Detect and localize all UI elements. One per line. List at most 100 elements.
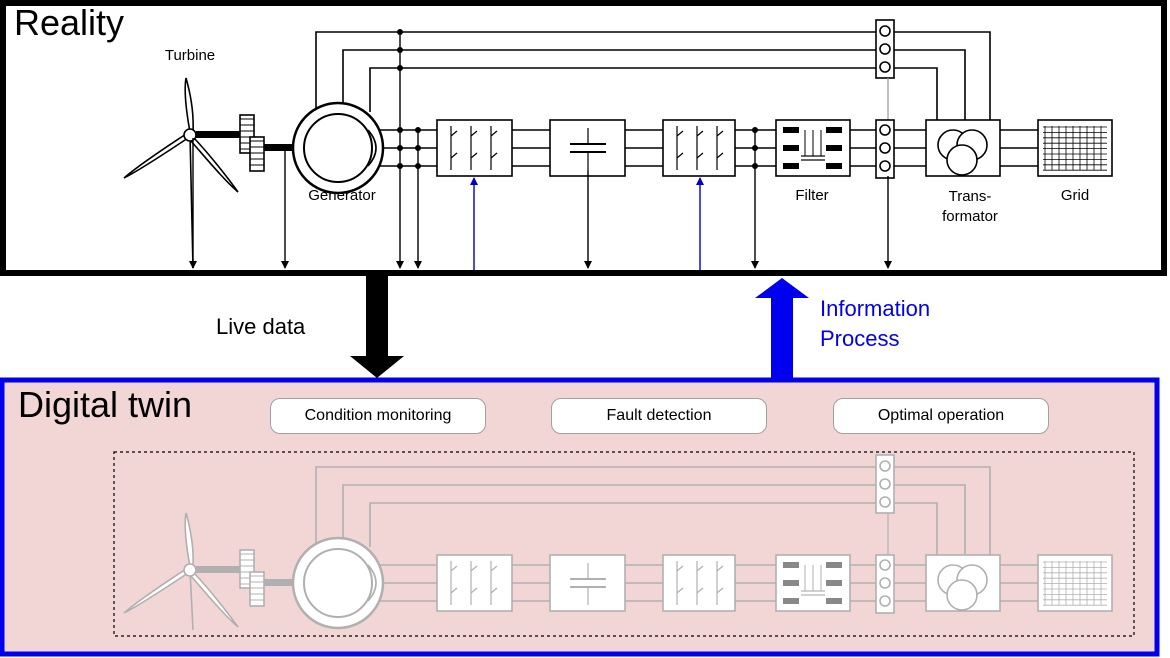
gsc-sw-b-1 [696, 152, 704, 159]
grid-label: Grid [1060, 187, 1090, 204]
gsc-sw-b-0 [676, 587, 684, 594]
rotor-winding [367, 564, 377, 602]
top-sensor-2 [879, 496, 891, 508]
turbine-blade-up [184, 77, 194, 133]
rsc-sw-a-1 [470, 130, 478, 137]
turbine-blade-left [123, 132, 190, 179]
generator-rotor [303, 113, 373, 183]
filter-inductor-a-1 [783, 580, 799, 586]
bypass-line-2 [369, 502, 938, 555]
optimal-operation-pill: Optimal operation [833, 398, 1049, 434]
gsc-sw-b-2 [716, 152, 724, 159]
reality-system [123, 19, 1113, 270]
bus-sensor-2 [879, 595, 891, 607]
grid-side-converter [662, 554, 736, 612]
filter-inductor-a-0 [783, 127, 799, 133]
filter-inductor-b-2 [826, 163, 842, 169]
low-speed-shaft [196, 131, 242, 138]
turbine-hub [183, 563, 197, 577]
grid-block [1037, 554, 1113, 612]
filter-inductor-a-0 [783, 562, 799, 568]
top-sensor-2 [879, 61, 891, 73]
gsc-sw-a-0 [676, 130, 684, 137]
gsc-sw-b-0 [676, 152, 684, 159]
filter-inductor-a-2 [783, 598, 799, 604]
filter-inductor-b-2 [826, 598, 842, 604]
transformator-label: Trans- formator [925, 187, 1015, 227]
trafo-coil-c [946, 579, 978, 611]
condition-monitoring-pill: Condition monitoring [270, 398, 486, 434]
rsc-sw-b-2 [490, 587, 498, 594]
filter-inductor-b-1 [826, 580, 842, 586]
rotor-winding [367, 129, 377, 167]
information-label-line1: Information [820, 296, 931, 321]
live-data-label: Live data [216, 314, 306, 339]
information-process-label: Information Process [820, 294, 930, 354]
rsc-sw-b-0 [450, 152, 458, 159]
rsc-sw-a-2 [490, 130, 498, 137]
bypass-line-0 [315, 466, 991, 555]
bus-sensor-0 [879, 124, 891, 136]
digital-twin-system [123, 454, 1113, 631]
information-label-line2: Process [820, 326, 900, 351]
filter-inductor-b-0 [826, 127, 842, 133]
turbine-label: Turbine [164, 47, 216, 64]
filter-label: Filter [795, 187, 829, 204]
low-speed-shaft [196, 566, 242, 573]
fault-detection-pill: Fault detection [551, 398, 767, 434]
transformator-label-line2: formator [942, 208, 998, 225]
bypass-line-2 [369, 67, 938, 120]
rsc-sw-b-2 [490, 152, 498, 159]
grid-block [1037, 119, 1113, 177]
top-sensor-0 [879, 25, 891, 37]
bus-sensor-1 [879, 577, 891, 589]
bus-sensor-1 [879, 142, 891, 154]
high-speed-shaft [262, 144, 308, 151]
filter-inductor-b-1 [826, 145, 842, 151]
filter-inductor-a-1 [783, 145, 799, 151]
rsc-sw-b-0 [450, 587, 458, 594]
bypass-line-1 [342, 484, 966, 555]
grid-side-converter [662, 119, 736, 177]
high-speed-shaft [262, 579, 308, 586]
rsc-sw-a-0 [450, 130, 458, 137]
gear-small [249, 136, 265, 172]
filter-inductor-b-0 [826, 562, 842, 568]
generator-rotor [303, 548, 373, 618]
turbine-blade-left [123, 567, 190, 614]
bus-sensor-2 [879, 160, 891, 172]
gsc-sw-a-1 [696, 565, 704, 572]
rsc-sw-a-0 [450, 565, 458, 572]
rotor-side-converter [436, 554, 513, 612]
generator-label: Generator [308, 187, 376, 204]
turbine-blade-right [188, 572, 239, 628]
top-sensor-1 [879, 43, 891, 55]
rsc-sw-b-1 [470, 587, 478, 594]
transformator-label-line1: Trans- [948, 188, 992, 205]
turbine-tower [189, 569, 194, 631]
top-sensor-1 [879, 478, 891, 490]
bypass-line-0 [315, 31, 991, 120]
gsc-sw-a-2 [716, 565, 724, 572]
rsc-sw-b-1 [470, 152, 478, 159]
rotor-side-converter [436, 119, 513, 177]
gsc-sw-a-0 [676, 565, 684, 572]
gear-small [249, 571, 265, 607]
turbine-blade-right [188, 137, 239, 193]
gsc-sw-b-1 [696, 587, 704, 594]
gsc-sw-a-2 [716, 130, 724, 137]
bypass-line-1 [342, 49, 966, 120]
trafo-coil-c [946, 144, 978, 176]
top-sensor-0 [879, 460, 891, 472]
turbine-blade-up [184, 512, 194, 568]
reality-title: Reality [14, 2, 125, 43]
rsc-sw-a-2 [490, 565, 498, 572]
rsc-sw-a-1 [470, 565, 478, 572]
digital-twin-title: Digital twin [18, 384, 193, 425]
gsc-sw-b-2 [716, 587, 724, 594]
filter-inductor-a-2 [783, 163, 799, 169]
live-data-arrow [350, 276, 404, 378]
twin-model-boundary [113, 451, 1135, 637]
